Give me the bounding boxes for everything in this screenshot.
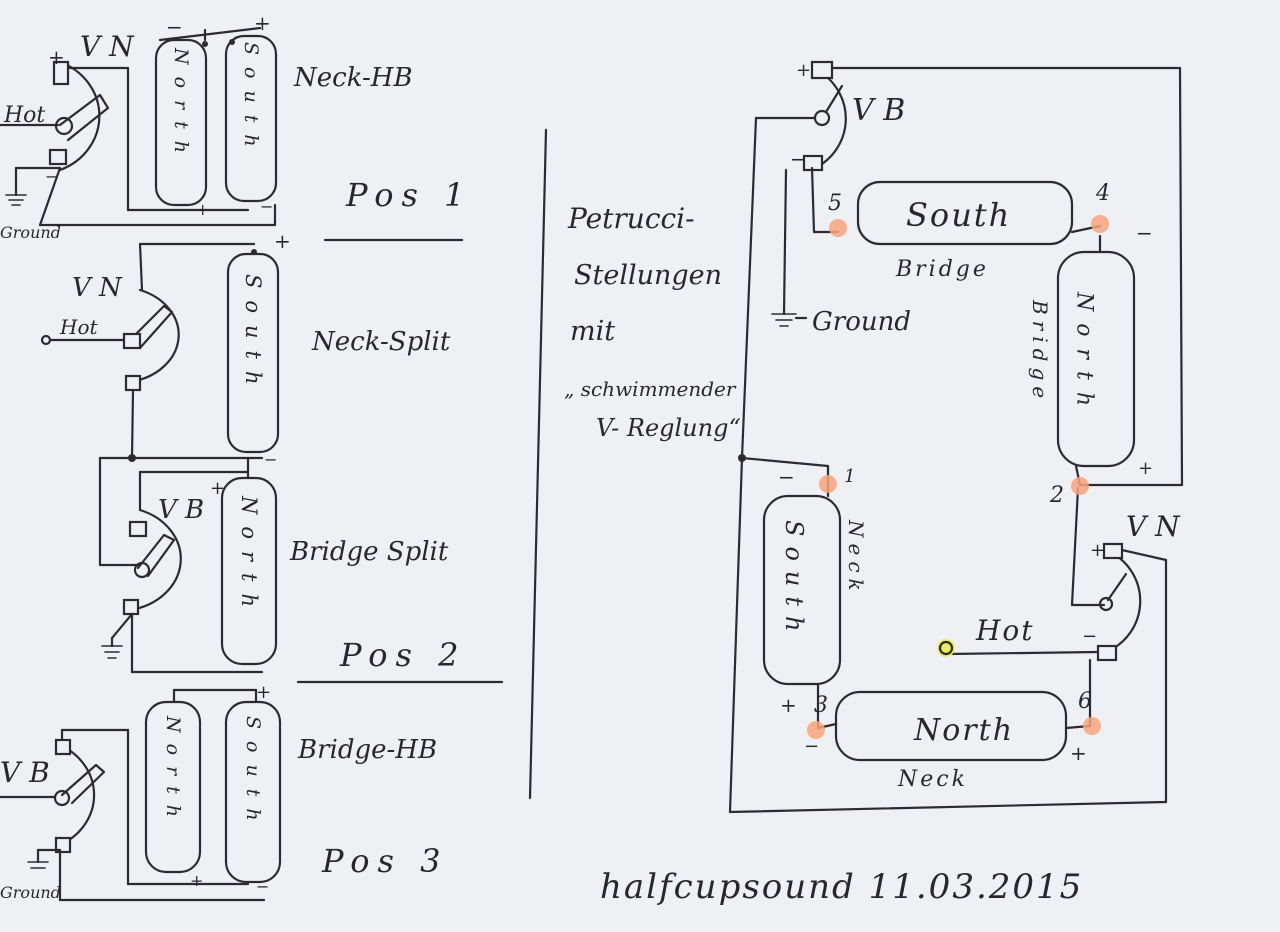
svg-text:−: − xyxy=(264,450,277,469)
note-line-5: V- Reglung“ xyxy=(596,414,741,442)
pot-vn xyxy=(1104,550,1142,654)
svg-text:+: + xyxy=(190,871,203,890)
coil-south-bridge-hb xyxy=(224,700,282,884)
svg-text:−: − xyxy=(804,736,819,757)
label-pos-1: Pos 1 xyxy=(345,176,472,214)
coil-north-neck xyxy=(834,690,1068,762)
svg-text:+: + xyxy=(210,478,225,499)
svg-text:+: + xyxy=(254,11,271,35)
label-vb-1: V B xyxy=(158,495,204,525)
label-coil-south-neck: South xyxy=(780,520,808,641)
svg-text:+: + xyxy=(796,60,811,81)
label-vb-2: V B xyxy=(0,756,50,789)
label-coil-north-neck: North xyxy=(913,713,1014,748)
svg-text:+: + xyxy=(1070,741,1087,765)
terminal-3: 3 xyxy=(814,693,828,718)
svg-text:−: − xyxy=(1082,626,1097,647)
svg-text:−: − xyxy=(260,197,273,216)
svg-text:−: − xyxy=(166,15,183,39)
note-line-3: mit xyxy=(570,316,615,347)
label-vn-1: V N xyxy=(80,30,135,63)
label-ground-right: Ground xyxy=(812,307,911,337)
solder-point-6 xyxy=(1083,717,1101,735)
svg-text:−: − xyxy=(778,465,795,489)
label-pos-3: Pos 3 xyxy=(321,842,448,880)
coil-south-bridge xyxy=(856,180,1074,246)
signature: halfcupsound 11.03.2015 xyxy=(600,867,1083,907)
terminal-1: 1 xyxy=(844,466,855,487)
svg-text:−: − xyxy=(790,147,807,171)
label-hot-2: Hot xyxy=(59,315,98,339)
terminal-4: 4 xyxy=(1095,181,1110,206)
solder-point-4 xyxy=(1091,215,1109,233)
solder-point-2 xyxy=(1071,477,1089,495)
terminal-6: 6 xyxy=(1078,689,1092,714)
solder-point-3 xyxy=(807,721,825,739)
pot-vb xyxy=(813,70,847,170)
terminal-2: 2 xyxy=(1049,483,1064,508)
column-separator xyxy=(528,128,548,800)
label-coil-north-2: North xyxy=(237,495,261,619)
pot-lug-top xyxy=(52,60,70,86)
coil-north-bridge-split xyxy=(220,476,278,666)
coil-north-bridge-hb xyxy=(144,700,202,874)
pot-lug-bottom xyxy=(48,148,68,166)
diagram-petrucci-wiring xyxy=(728,60,1184,814)
label-vn-right: V N xyxy=(1126,510,1181,543)
svg-text:+: + xyxy=(256,682,271,703)
note-line-2: Stellungen xyxy=(574,260,722,291)
svg-text:−: − xyxy=(1136,221,1153,245)
coil-south-neck xyxy=(762,494,842,686)
label-coil-north-1: North xyxy=(170,47,192,165)
note-line-4: „ schwimmender xyxy=(564,377,737,401)
svg-text:+: + xyxy=(1090,540,1105,561)
label-coil-south-3: South xyxy=(242,716,264,833)
label-vn-2: V N xyxy=(72,273,123,303)
svg-text:+: + xyxy=(48,45,65,69)
label-bridge-under-south: Bridge xyxy=(895,257,989,282)
svg-text:+: + xyxy=(196,200,209,219)
solder-point-1 xyxy=(819,475,837,493)
label-vb-right: V B xyxy=(852,93,905,128)
label-coil-south-1: South xyxy=(240,42,262,159)
label-hot-1: Hot xyxy=(3,103,45,128)
diagram-bridge-hb xyxy=(0,688,282,902)
coil-north-neck xyxy=(154,38,208,207)
svg-text:+: + xyxy=(1138,458,1153,479)
svg-text:−: − xyxy=(256,877,269,896)
label-pos-2: Pos 2 xyxy=(339,636,466,674)
diagram-neck-split xyxy=(40,242,280,460)
coil-north-bridge xyxy=(1056,250,1136,468)
label-neck-hb: Neck-HB xyxy=(293,63,413,93)
label-ground-1: Ground xyxy=(0,223,61,242)
label-coil-north-3: North xyxy=(162,715,184,828)
solder-point-5 xyxy=(829,219,847,237)
label-neck-vertical: Neck xyxy=(844,519,868,597)
label-neck-split: Neck-Split xyxy=(311,327,451,357)
label-coil-south-bridge: South xyxy=(906,196,1011,234)
diagram-bridge-split xyxy=(98,454,278,674)
svg-text:+: + xyxy=(274,229,291,253)
solder-points xyxy=(807,215,1109,739)
label-ground-2: Ground xyxy=(0,883,61,902)
label-hot-right: Hot xyxy=(975,614,1035,647)
svg-text:−: − xyxy=(45,167,58,186)
label-coil-north-bridge: North xyxy=(1072,291,1097,418)
label-coil-south-2: South xyxy=(241,274,265,397)
svg-text:+: + xyxy=(780,693,797,717)
label-bridge-hb: Bridge-HB xyxy=(297,735,437,765)
label-neck-under-north: Neck xyxy=(897,767,968,792)
label-bridge-split: Bridge Split xyxy=(289,537,449,567)
label-bridge-vertical: Bridge xyxy=(1028,299,1052,404)
terminal-5: 5 xyxy=(828,191,842,216)
diagram-neck-hb xyxy=(0,26,278,227)
coil-south-neck xyxy=(224,34,278,203)
note-line-1: Petrucci- xyxy=(567,202,695,235)
